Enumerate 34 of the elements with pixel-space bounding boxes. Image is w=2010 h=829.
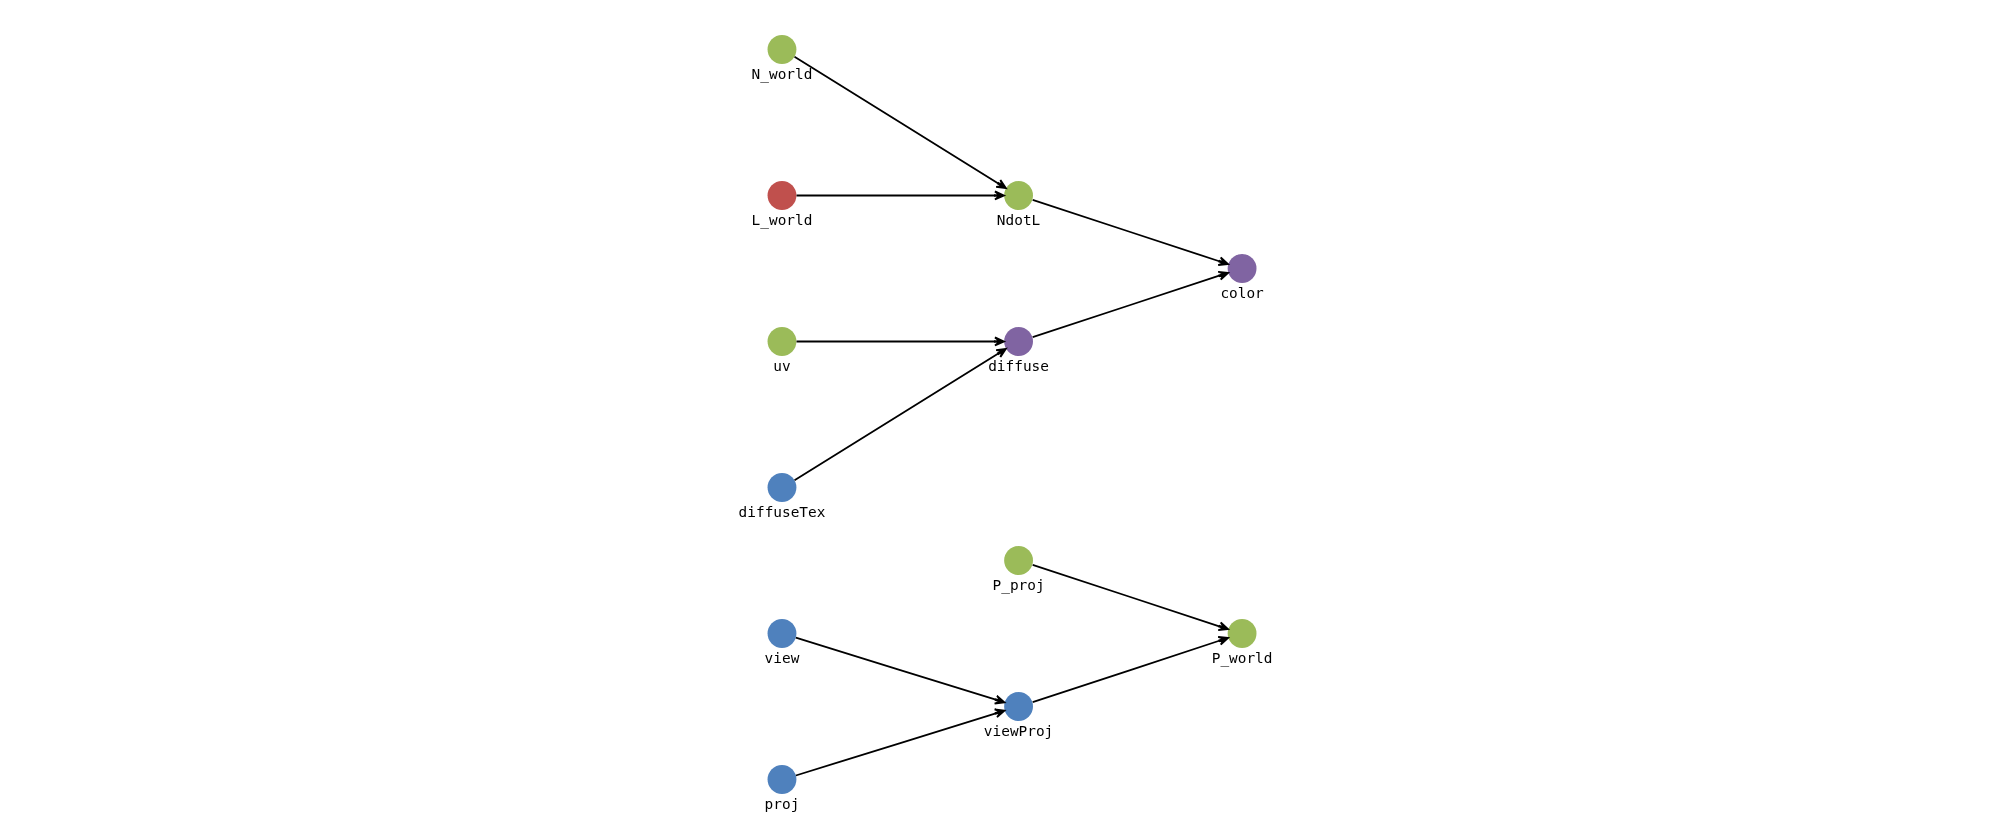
node-circle bbox=[767, 619, 796, 648]
node-circle bbox=[1003, 181, 1033, 210]
node-circle bbox=[767, 765, 796, 794]
node-label: P_proj bbox=[992, 576, 1045, 593]
arrow bbox=[793, 55, 1007, 190]
node-label: uv bbox=[772, 357, 791, 374]
node-label: color bbox=[1219, 284, 1264, 301]
node-label: P_world bbox=[1211, 649, 1272, 666]
arrow bbox=[793, 347, 1007, 482]
node-circle bbox=[1003, 692, 1033, 721]
node-circle bbox=[767, 35, 796, 64]
node-label: L_world bbox=[751, 211, 812, 228]
node-label: viewProj bbox=[983, 722, 1053, 739]
arrow bbox=[1031, 270, 1229, 339]
node-circle bbox=[767, 473, 796, 502]
node-circle bbox=[767, 181, 796, 210]
node-label: NdotL bbox=[996, 211, 1040, 228]
node-circle bbox=[1227, 619, 1256, 648]
node-label: view bbox=[764, 649, 799, 666]
node-label: N_world bbox=[751, 65, 812, 82]
arrow bbox=[795, 336, 1005, 347]
arrow bbox=[1031, 635, 1229, 704]
arrow bbox=[794, 636, 1005, 705]
node-circle bbox=[1227, 254, 1256, 283]
node-circle bbox=[1003, 327, 1033, 356]
arrow bbox=[795, 190, 1005, 201]
arrow bbox=[794, 708, 1005, 777]
arrow bbox=[1031, 198, 1229, 267]
node-circle bbox=[1003, 546, 1033, 575]
node-label: proj bbox=[764, 795, 799, 812]
node-circle bbox=[767, 327, 796, 356]
node-label: diffuseTex bbox=[738, 503, 825, 520]
node-label: diffuse bbox=[987, 357, 1049, 374]
arrow bbox=[1031, 563, 1229, 632]
